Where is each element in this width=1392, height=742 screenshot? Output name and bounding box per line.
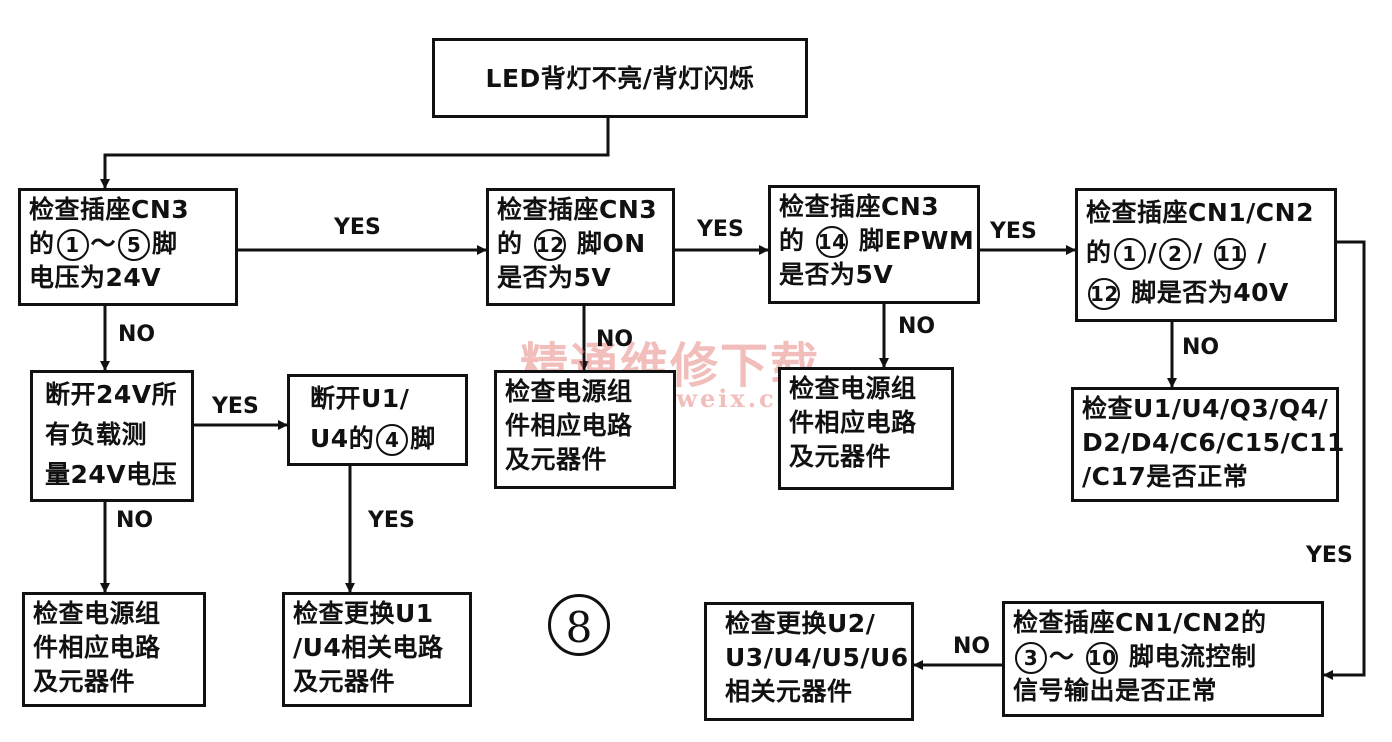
box-check-power-circuit-2: 检查电源组 件相应电路 及元器件 bbox=[494, 370, 676, 489]
b10-line2: 件相应电路 bbox=[33, 633, 161, 662]
b1-line3: 电压为24V bbox=[29, 263, 162, 292]
pin-circle: 4 bbox=[376, 424, 409, 456]
b8-line1: 检查电源组 bbox=[789, 374, 917, 403]
b1-line1: 检查插座CN3 bbox=[29, 195, 190, 224]
yes-label-b6-b11: YES bbox=[368, 508, 415, 533]
b7-line2: 件相应电路 bbox=[505, 411, 633, 440]
b10-line3: 及元器件 bbox=[33, 667, 136, 696]
yes-label-b4-b12: YES bbox=[1306, 543, 1353, 568]
yes-label-b5-b6: YES bbox=[212, 394, 259, 419]
b3-line1: 检查插座CN3 bbox=[779, 192, 940, 221]
pin-circle: 14 bbox=[815, 226, 848, 258]
pin-circle: 5 bbox=[118, 229, 151, 261]
pin-circle: 3 bbox=[1015, 642, 1047, 674]
b9-line1: 检查U1/U4/Q3/Q4/ bbox=[1082, 394, 1329, 423]
b6-line1: 断开U1/ bbox=[310, 384, 410, 413]
b2-line2: 的 12 脚ON bbox=[497, 227, 664, 261]
b2-line3: 是否为5V bbox=[497, 263, 612, 292]
b7-line1: 检查电源组 bbox=[505, 377, 633, 406]
b8-line3: 及元器件 bbox=[789, 442, 892, 471]
b11-line1: 检查更换U1 bbox=[293, 599, 434, 628]
b12-line3: 信号输出是否正常 bbox=[1013, 676, 1218, 705]
b8-line2: 件相应电路 bbox=[789, 408, 917, 437]
b2-line1: 检查插座CN3 bbox=[497, 195, 658, 224]
b13-line2: U3/U4/U5/U6 bbox=[725, 643, 909, 672]
b13-line1: 检查更换U2/ bbox=[725, 609, 876, 638]
pin-circle: 1 bbox=[1113, 238, 1146, 270]
no-label-b4-b9: NO bbox=[1182, 335, 1220, 360]
b12-line2: 3～ 10 脚电流控制 bbox=[1013, 640, 1313, 674]
arrow-start-to-b1 bbox=[100, 117, 610, 189]
b13-line3: 相关元器件 bbox=[725, 677, 853, 706]
box-replace-u2-u6: 检查更换U2/ U3/U4/U5/U6 相关元器件 bbox=[704, 602, 914, 721]
arrow-b4-to-b12 bbox=[1323, 240, 1366, 680]
no-label-b2-b7: NO bbox=[596, 327, 634, 352]
yes-label-b2-b3: YES bbox=[697, 217, 744, 242]
b3-line2: 的 14 脚EPWM bbox=[779, 224, 974, 258]
b11-line3: 及元器件 bbox=[293, 667, 396, 696]
b5-line1: 断开24V所 bbox=[45, 380, 178, 409]
yes-label-b3-b4: YES bbox=[990, 219, 1037, 244]
b3-line3: 是否为5V bbox=[779, 260, 894, 289]
no-label-b12-b13: NO bbox=[953, 634, 991, 659]
start-box: LED背灯不亮/背灯闪烁 bbox=[432, 38, 808, 118]
figure-number: 8 bbox=[548, 594, 610, 656]
pin-circle: 12 bbox=[1088, 278, 1120, 310]
b9-line3: /C17是否正常 bbox=[1082, 462, 1249, 491]
pin-circle: 1 bbox=[56, 229, 89, 261]
box-check-components: 检查U1/U4/Q3/Q4/ D2/D4/C6/C15/C11 /C17是否正常 bbox=[1071, 387, 1345, 502]
b9-line2: D2/D4/C6/C15/C11 bbox=[1082, 428, 1345, 457]
box-check-cn3-on: 检查插座CN3 的 12 脚ON 是否为5V bbox=[486, 188, 675, 306]
start-text: LED背灯不亮/背灯闪烁 bbox=[485, 64, 755, 93]
no-label-b5-b10: NO bbox=[116, 508, 154, 533]
no-label-b1-b5: NO bbox=[118, 322, 156, 347]
b5-line2: 有负载测 bbox=[45, 420, 148, 449]
b11-line2: /U4相关电路 bbox=[293, 633, 444, 662]
b5-line3: 量24V电压 bbox=[45, 460, 178, 489]
no-label-b3-b8: NO bbox=[898, 314, 936, 339]
box-disconnect-24v-loads: 断开24V所 有负载测 量24V电压 bbox=[30, 370, 194, 502]
pin-circle: 2 bbox=[1159, 238, 1192, 270]
box-replace-u1-u4: 检查更换U1 /U4相关电路 及元器件 bbox=[282, 592, 472, 707]
b12-line1: 检查插座CN1/CN2的 bbox=[1013, 608, 1267, 637]
b4-line3: 12 脚是否为40V bbox=[1086, 273, 1326, 313]
b10-line1: 检查电源组 bbox=[33, 599, 161, 628]
box-check-current-control: 检查插座CN1/CN2的 3～ 10 脚电流控制 信号输出是否正常 bbox=[1002, 601, 1324, 717]
b4-line1: 检查插座CN1/CN2 bbox=[1086, 198, 1314, 227]
box-check-cn3-epwm: 检查插座CN3 的 14 脚EPWM 是否为5V bbox=[768, 185, 980, 304]
yes-label-b1-b2: YES bbox=[334, 215, 381, 240]
pin-circle: 10 bbox=[1085, 642, 1118, 674]
pin-circle: 12 bbox=[533, 229, 566, 261]
box-check-power-circuit-1: 检查电源组 件相应电路 及元器件 bbox=[22, 592, 206, 707]
pin-circle: 11 bbox=[1214, 238, 1247, 270]
box-check-power-circuit-3: 检查电源组 件相应电路 及元器件 bbox=[778, 367, 954, 490]
b7-line3: 及元器件 bbox=[505, 445, 608, 474]
